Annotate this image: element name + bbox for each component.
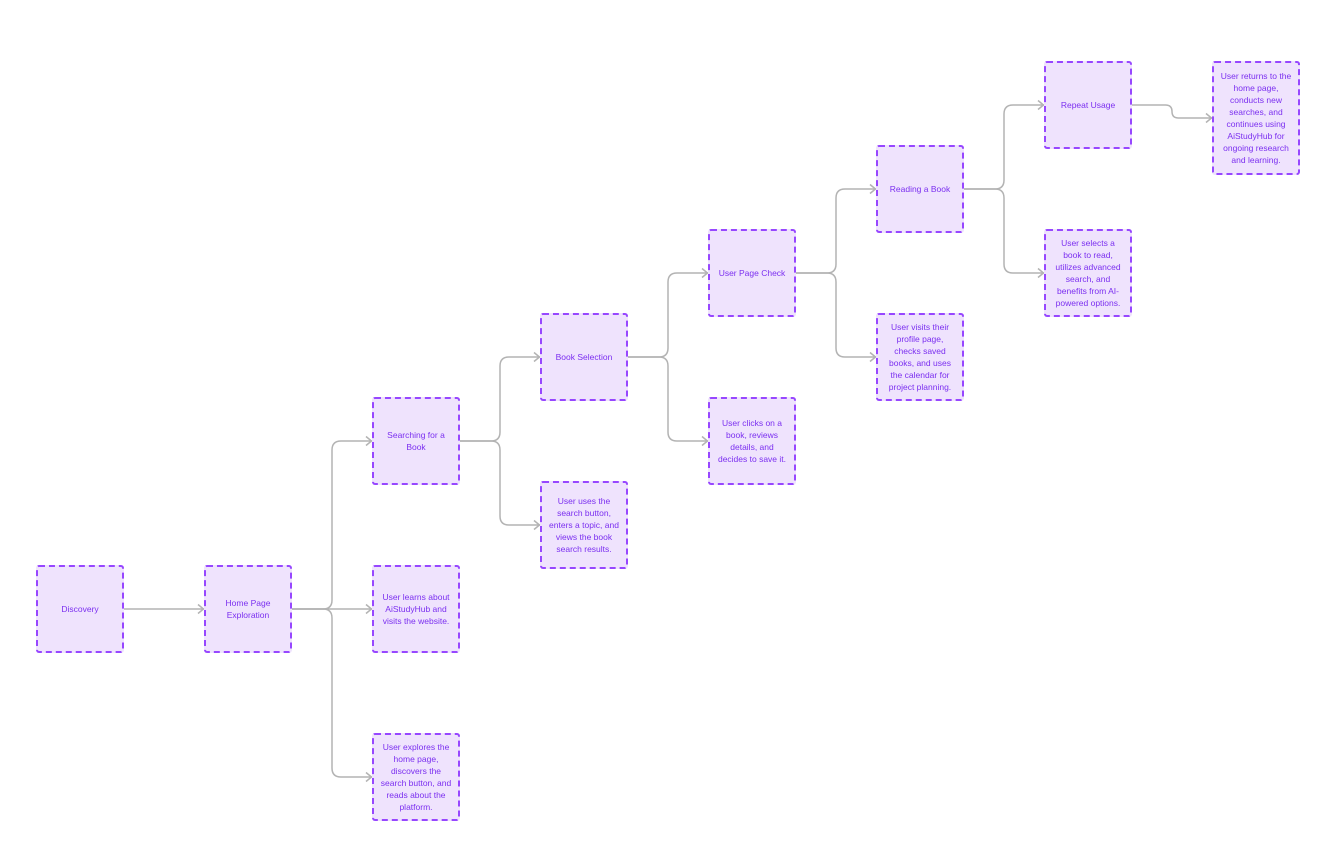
connector-book_selection-to-user_page <box>628 272 708 358</box>
node-home-page-exploration-label: Home Page Exploration <box>225 598 271 620</box>
node-repeat-usage-description[interactable]: User returns to the home page, conducts … <box>1212 61 1300 175</box>
connector-book_selection-to-book_selection_desc <box>628 356 708 442</box>
node-repeat-usage[interactable]: Repeat Usage <box>1044 61 1132 149</box>
connector-home-to-search <box>292 440 372 610</box>
node-user-page-check-label: User Page Check <box>718 268 786 278</box>
node-book-selection[interactable]: Book Selection <box>540 313 628 401</box>
arrowhead-search-to-book_selection <box>533 351 541 363</box>
arrowhead-home-to-home_desc <box>365 603 373 615</box>
arrowhead-reading-to-reading_desc <box>1037 267 1045 279</box>
arrowhead-user_page-to-reading <box>869 183 877 195</box>
node-home-page-exploration-description[interactable]: User learns about AiStudyHub and visits … <box>372 565 460 653</box>
node-searching-description[interactable]: User uses the search button, enters a to… <box>540 481 628 569</box>
connector-reading-to-repeat <box>964 104 1044 190</box>
arrowhead-book_selection-to-user_page <box>701 267 709 279</box>
node-searching-for-a-book-label: Searching for a Book <box>387 430 445 452</box>
node-book-selection-label: Book Selection <box>555 352 613 362</box>
node-user-page-check[interactable]: User Page Check <box>708 229 796 317</box>
arrowhead-home-to-search <box>365 435 373 447</box>
arrowhead-repeat-to-repeat_desc <box>1205 112 1213 124</box>
connector-home-to-explore_desc <box>292 608 372 778</box>
node-searching-description-text: User uses the search button, enters a to… <box>549 496 619 554</box>
node-searching-for-a-book[interactable]: Searching for a Book <box>372 397 460 485</box>
node-repeat-usage-label: Repeat Usage <box>1060 100 1116 110</box>
node-explore-description[interactable]: User explores the home page, discovers t… <box>372 733 460 821</box>
node-user-page-check-description[interactable]: User visits their profile page, checks s… <box>876 313 964 401</box>
connector-user_page-to-reading <box>796 188 876 274</box>
arrowhead-discovery-to-home <box>197 603 205 615</box>
node-book-selection-description-text: User clicks on a book, reviews details, … <box>717 418 787 464</box>
node-explore-description-text: User explores the home page, discovers t… <box>380 742 452 812</box>
connector-reading-to-reading_desc <box>964 188 1044 274</box>
node-discovery-label: Discovery <box>61 604 99 614</box>
node-home-page-exploration-description-text: User learns about AiStudyHub and visits … <box>382 592 450 626</box>
node-reading-a-book-label: Reading a Book <box>889 184 951 194</box>
connector-search-to-search_desc <box>460 440 540 526</box>
connector-repeat-to-repeat_desc <box>1132 104 1212 119</box>
node-reading-a-book-description[interactable]: User selects a book to read, utilizes ad… <box>1044 229 1132 317</box>
node-book-selection-description[interactable]: User clicks on a book, reviews details, … <box>708 397 796 485</box>
node-repeat-usage-description-text: User returns to the home page, conducts … <box>1220 71 1292 165</box>
arrowhead-search-to-search_desc <box>533 519 541 531</box>
arrowhead-home-to-explore_desc <box>365 771 373 783</box>
arrowhead-user_page-to-user_page_desc <box>869 351 877 363</box>
node-discovery[interactable]: Discovery <box>36 565 124 653</box>
node-user-page-check-description-text: User visits their profile page, checks s… <box>888 322 952 392</box>
connector-user_page-to-user_page_desc <box>796 272 876 358</box>
arrowhead-book_selection-to-book_selection_desc <box>701 435 709 447</box>
node-reading-a-book[interactable]: Reading a Book <box>876 145 964 233</box>
node-home-page-exploration[interactable]: Home Page Exploration <box>204 565 292 653</box>
connector-search-to-book_selection <box>460 356 540 442</box>
node-reading-a-book-description-text: User selects a book to read, utilizes ad… <box>1055 238 1121 308</box>
arrowhead-reading-to-repeat <box>1037 99 1045 111</box>
